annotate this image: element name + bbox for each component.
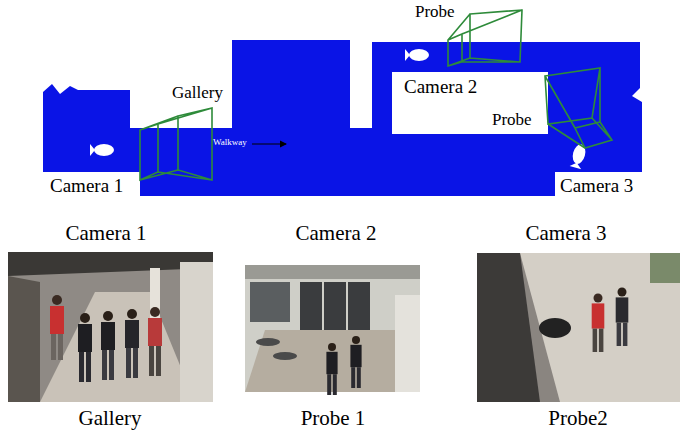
glass-door: [300, 282, 370, 330]
column-heading: Camera 1: [65, 222, 146, 245]
floor: [520, 253, 680, 402]
person: [50, 295, 64, 360]
photo-ground: [8, 252, 213, 402]
photo-ground: [477, 253, 680, 402]
person: [616, 288, 629, 347]
person: [101, 311, 115, 380]
camera-icon: [90, 144, 114, 156]
camera-body: [409, 49, 429, 61]
person: [326, 343, 337, 395]
probe-photo: [245, 265, 420, 395]
column-heading: Camera 3: [525, 222, 606, 245]
walkway-arrow: [252, 143, 286, 144]
person: [148, 307, 162, 376]
camera-label: Camera 2: [404, 77, 477, 98]
floor-plan: [43, 40, 642, 196]
floor: [245, 330, 420, 392]
floor-hole: [392, 72, 548, 134]
photo-ground: [245, 265, 420, 392]
map-label: Gallery: [172, 84, 223, 103]
camera-tail: [570, 161, 583, 169]
person: [592, 294, 605, 353]
table: [273, 352, 297, 360]
view-frustum: [448, 10, 522, 66]
gallery-photo: [8, 252, 213, 402]
person: [350, 336, 361, 388]
table: [539, 318, 571, 338]
view-frustum: [140, 108, 212, 180]
person: [78, 313, 92, 382]
camera-icon: [405, 49, 429, 61]
photo-caption: Probe2: [548, 407, 608, 430]
camera-tail: [90, 144, 95, 156]
map-label: Probe: [492, 111, 532, 130]
person: [125, 309, 139, 378]
camera-label: Camera 1: [50, 176, 123, 197]
floor: [40, 292, 195, 402]
table: [256, 338, 280, 346]
pillar: [395, 295, 420, 392]
map-label: Probe: [415, 3, 455, 22]
ceiling: [245, 265, 420, 279]
probe-photo: [477, 253, 680, 402]
camera-body: [94, 144, 114, 156]
wall: [8, 276, 40, 402]
wall: [477, 253, 540, 402]
pillar: [180, 262, 213, 402]
camera-tail: [405, 49, 410, 61]
walkway-label: Walkway: [213, 138, 247, 148]
column-heading: Camera 2: [295, 222, 376, 245]
window: [250, 282, 290, 322]
photo-caption: Probe 1: [301, 407, 366, 430]
camera-label: Camera 3: [560, 176, 633, 197]
outdoor: [650, 253, 680, 283]
view-frustum: [545, 68, 612, 148]
photo-caption: Gallery: [79, 407, 142, 430]
